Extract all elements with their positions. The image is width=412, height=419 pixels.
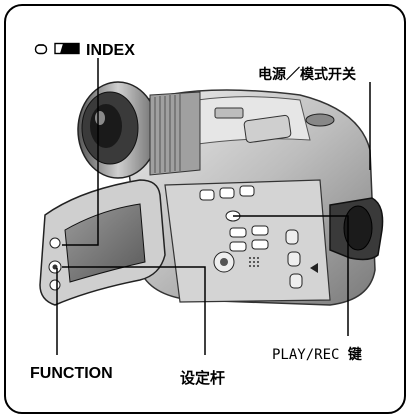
side-panel [164, 179, 331, 303]
set-lever-label: 设定杆 [180, 369, 226, 387]
function-label: FUNCTION [30, 365, 113, 382]
viewfinder [329, 197, 384, 261]
lens-barrel [77, 81, 201, 179]
leader-index [62, 58, 99, 246]
play-rec-key-text: 键 [347, 347, 362, 363]
leader-lever [62, 266, 206, 355]
top-controls [214, 107, 335, 143]
play-rec-label: PLAY/REC 键 [272, 344, 362, 364]
index-text: INDEX [86, 42, 135, 59]
memory-card-icon [54, 42, 80, 60]
power-mode-switch-label: 电源／模式开关 [258, 67, 356, 83]
play-rec-text: PLAY/REC [272, 347, 340, 363]
camera-outline-icon [34, 42, 48, 60]
leader-playrec [233, 215, 349, 336]
leader-lines [56, 58, 371, 355]
lcd-monitor [39, 179, 166, 306]
index-label: INDEX [34, 42, 135, 60]
